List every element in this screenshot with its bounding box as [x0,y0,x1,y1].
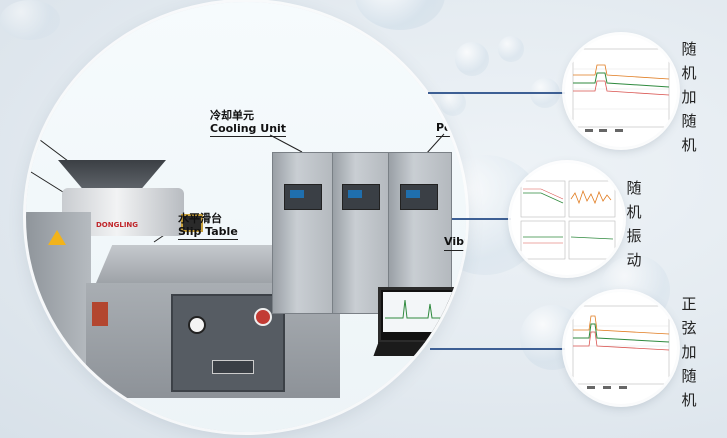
label-char: 机 [626,203,642,221]
multi-panel-chart [520,180,616,260]
label-char: 机 [681,391,697,409]
connector-line-2 [452,218,514,220]
label-char: 机 [681,136,697,154]
connector-line-1 [428,92,566,94]
power-switch-icon [254,308,272,326]
label-char: 弦 [681,319,697,337]
shaker-brand: DONGLING [96,221,139,229]
callout-cooling-unit-en: Cooling Unit [210,122,287,138]
label-char: 加 [681,88,697,106]
callout-vibration-en: Vibra [444,235,466,251]
callout-slip-table: 水平滑台 Slip Table [178,212,238,241]
chart-circle-random-on-random [565,35,677,147]
label-random-vibration: 随 机 振 动 [625,176,643,272]
callout-power-en: Po [436,121,452,137]
connector-line-3 [430,348,570,350]
callout-cooling-unit: 冷却单元 Cooling Unit [210,109,287,138]
chart-circle-sine-on-random [565,292,677,404]
panel-buttons [212,360,254,374]
callout-power: Po [436,121,452,137]
label-sine-on-random: 正 弦 加 随 机 [680,292,698,412]
label-char: 加 [681,343,697,361]
cooling-cabinet-1 [272,152,334,314]
decor-bubble [498,36,524,62]
monitor-waveform [385,299,451,319]
label-char: 振 [626,227,642,245]
label-char: 机 [681,64,697,82]
decor-bubble [455,42,489,76]
label-char: 动 [626,251,642,269]
callout-cooling-unit-cn: 冷却单元 [210,109,254,122]
label-random-on-random: 随 机 加 随 机 [680,37,698,157]
cooling-cabinet-3 [388,152,452,304]
chart-circle-random-vibration [511,163,623,275]
cabinet-screen-2 [348,190,362,198]
cabinet-screen-1 [290,190,304,198]
label-char: 随 [681,40,697,58]
callout-vibration: Vibra [444,235,466,251]
label-char: 随 [681,367,697,385]
label-char: 随 [626,179,642,197]
side-label-plate [92,302,108,326]
equipment-photo-circle: DONGLING 冷却单元 Cooling Unit 水平滑台 Slip Tab… [26,2,466,432]
warning-icon [48,230,66,245]
cabinet-screen-3 [406,190,420,198]
decor-bubble [0,0,60,40]
monitor-screen [383,292,453,332]
pressure-gauge-icon [188,316,206,334]
sine-on-random-chart [572,305,670,389]
decor-bubble [440,90,466,116]
callout-slip-table-en: Slip Table [178,225,238,241]
spectrum-chart [572,48,670,132]
label-char: 正 [681,295,697,313]
brand-logo-icon [181,214,203,232]
label-char: 随 [681,112,697,130]
callout-slip-table-cn: 水平滑台 [178,212,222,225]
